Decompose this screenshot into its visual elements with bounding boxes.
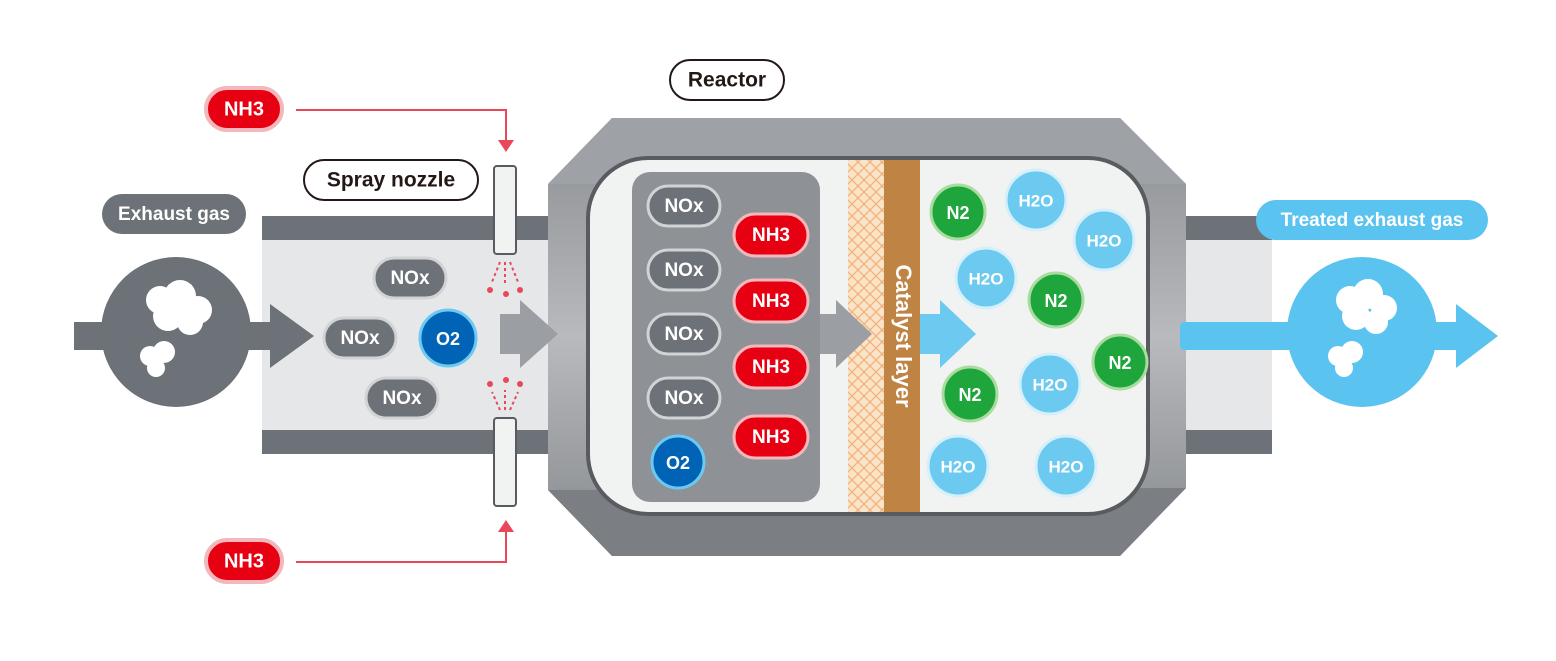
flow-arrow-1 bbox=[500, 300, 558, 368]
reactor-callout: Reactor bbox=[669, 59, 785, 101]
reactor-nox-4: NOx bbox=[646, 376, 722, 420]
inlet-nox-1: NOx bbox=[372, 256, 448, 300]
reactor-nox-1: NOx bbox=[646, 184, 722, 228]
product-h2o-6: H2O bbox=[1034, 434, 1098, 498]
svg-text:NOx: NOx bbox=[664, 260, 704, 281]
reactor-nh3-1: NH3 bbox=[732, 212, 810, 258]
svg-text:H2O: H2O bbox=[1087, 231, 1122, 250]
treated-exhaust-gas-label: Treated exhaust gas bbox=[1281, 210, 1464, 231]
svg-text:NOx: NOx bbox=[664, 388, 704, 409]
inlet-arrowhead bbox=[270, 304, 314, 368]
svg-text:NH3: NH3 bbox=[752, 291, 790, 312]
product-h2o-4: H2O bbox=[1018, 352, 1082, 416]
spray-nozzle-callout: Spray nozzle bbox=[303, 159, 479, 201]
treated-gas-circle bbox=[1287, 257, 1437, 407]
catalyst-layer: Catalyst layer bbox=[848, 160, 920, 512]
reactor-nh3-2: NH3 bbox=[732, 278, 810, 324]
svg-text:N2: N2 bbox=[946, 203, 969, 223]
svg-text:N2: N2 bbox=[958, 385, 981, 405]
nh3-injection-arrowhead-top bbox=[498, 140, 514, 152]
reactor-nox-3: NOx bbox=[646, 312, 722, 356]
product-h2o-1: H2O bbox=[1004, 168, 1068, 232]
svg-text:NOx: NOx bbox=[340, 328, 380, 349]
inlet-nox-2: NOx bbox=[322, 316, 398, 360]
nh3-injection-arrowhead-bottom bbox=[498, 520, 514, 532]
nh3-source-bottom-label: NH3 bbox=[224, 550, 264, 572]
reactor-label: Reactor bbox=[688, 69, 766, 92]
product-h2o-2: H2O bbox=[1072, 208, 1136, 272]
exhaust-gas-callout: Exhaust gas bbox=[102, 194, 246, 234]
treated-gas-outlet bbox=[1180, 257, 1498, 407]
reactor-nh3-4: NH3 bbox=[732, 414, 810, 460]
svg-text:H2O: H2O bbox=[969, 269, 1004, 288]
flow-arrow-3 bbox=[920, 300, 976, 368]
nh3-source-top-label: NH3 bbox=[224, 98, 264, 120]
exhaust-gas-label: Exhaust gas bbox=[118, 204, 230, 225]
svg-text:NOx: NOx bbox=[382, 388, 422, 409]
svg-text:H2O: H2O bbox=[1049, 457, 1084, 476]
nh3-injection-line-top bbox=[296, 109, 507, 150]
exhaust-gas-circle bbox=[101, 257, 251, 407]
flow-arrow-2 bbox=[820, 300, 872, 368]
svg-text:O2: O2 bbox=[436, 329, 460, 349]
svg-text:H2O: H2O bbox=[1019, 191, 1054, 210]
spray-droplets-bottom bbox=[487, 377, 523, 387]
reactor-nh3-3: NH3 bbox=[732, 344, 810, 390]
product-n2-3: N2 bbox=[1091, 333, 1149, 391]
spray-nozzle-label: Spray nozzle bbox=[327, 169, 455, 192]
spray-nozzle-bottom bbox=[487, 377, 523, 507]
exhaust-gas-source bbox=[74, 257, 314, 407]
catalyst-layer-label: Catalyst layer bbox=[891, 264, 916, 408]
svg-text:H2O: H2O bbox=[1033, 375, 1068, 394]
svg-text:NH3: NH3 bbox=[752, 225, 790, 246]
svg-text:H2O: H2O bbox=[941, 457, 976, 476]
inlet-o2: O2 bbox=[418, 308, 478, 368]
svg-text:NOx: NOx bbox=[390, 268, 430, 289]
svg-text:NOx: NOx bbox=[664, 196, 704, 217]
svg-text:O2: O2 bbox=[666, 453, 690, 473]
reactor-nox-2: NOx bbox=[646, 248, 722, 292]
product-h2o-5: H2O bbox=[926, 434, 990, 498]
product-n2-4: N2 bbox=[941, 365, 999, 423]
product-h2o-3: H2O bbox=[954, 246, 1018, 310]
nh3-source-top: NH3 bbox=[204, 86, 284, 132]
spray-nozzle-top bbox=[487, 165, 523, 297]
catalyst-bar bbox=[884, 160, 920, 512]
spray-droplets-top bbox=[487, 287, 523, 297]
svg-text:NH3: NH3 bbox=[752, 357, 790, 378]
svg-text:N2: N2 bbox=[1044, 291, 1067, 311]
inlet-nox-3: NOx bbox=[364, 376, 440, 420]
svg-text:NH3: NH3 bbox=[752, 427, 790, 448]
nh3-source-bottom: NH3 bbox=[204, 538, 284, 584]
product-n2-2: N2 bbox=[1027, 271, 1085, 329]
svg-text:N2: N2 bbox=[1108, 353, 1131, 373]
outlet-arrow-shaft bbox=[1180, 322, 1300, 350]
treated-exhaust-gas-callout: Treated exhaust gas bbox=[1256, 200, 1488, 240]
clean-cloud-icon bbox=[1328, 279, 1397, 377]
svg-text:NOx: NOx bbox=[664, 324, 704, 345]
outlet-arrowhead bbox=[1456, 304, 1498, 368]
smoke-cloud-icon bbox=[140, 280, 212, 377]
product-n2-1: N2 bbox=[929, 183, 987, 241]
nh3-injection-line-bottom bbox=[296, 522, 507, 563]
reactor-o2: O2 bbox=[650, 434, 706, 490]
